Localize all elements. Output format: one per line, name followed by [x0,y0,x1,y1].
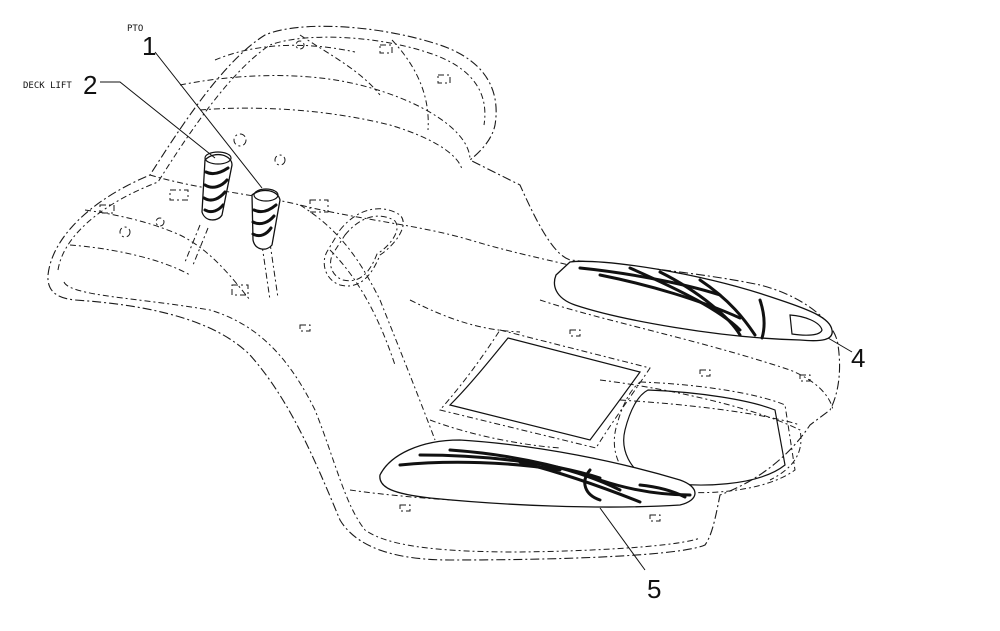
pto-label: PTO [127,24,143,34]
pto-lever [251,188,281,301]
callout-5: 5 [647,574,661,604]
deck-lift-label: DECK LIFT [23,81,72,91]
leader-lines [100,51,853,571]
callout-2: 2 [83,70,97,100]
callout-1: 1 [142,31,156,61]
center-plate [323,208,404,287]
mounting-hardware [99,40,811,522]
right-foot-mat [553,260,833,342]
left-foot-mat [379,439,696,508]
callout-4: 4 [851,343,865,373]
deck-lift-lever [184,151,233,266]
floor-panel-recess [439,329,651,449]
fender-body-outline [47,25,841,561]
